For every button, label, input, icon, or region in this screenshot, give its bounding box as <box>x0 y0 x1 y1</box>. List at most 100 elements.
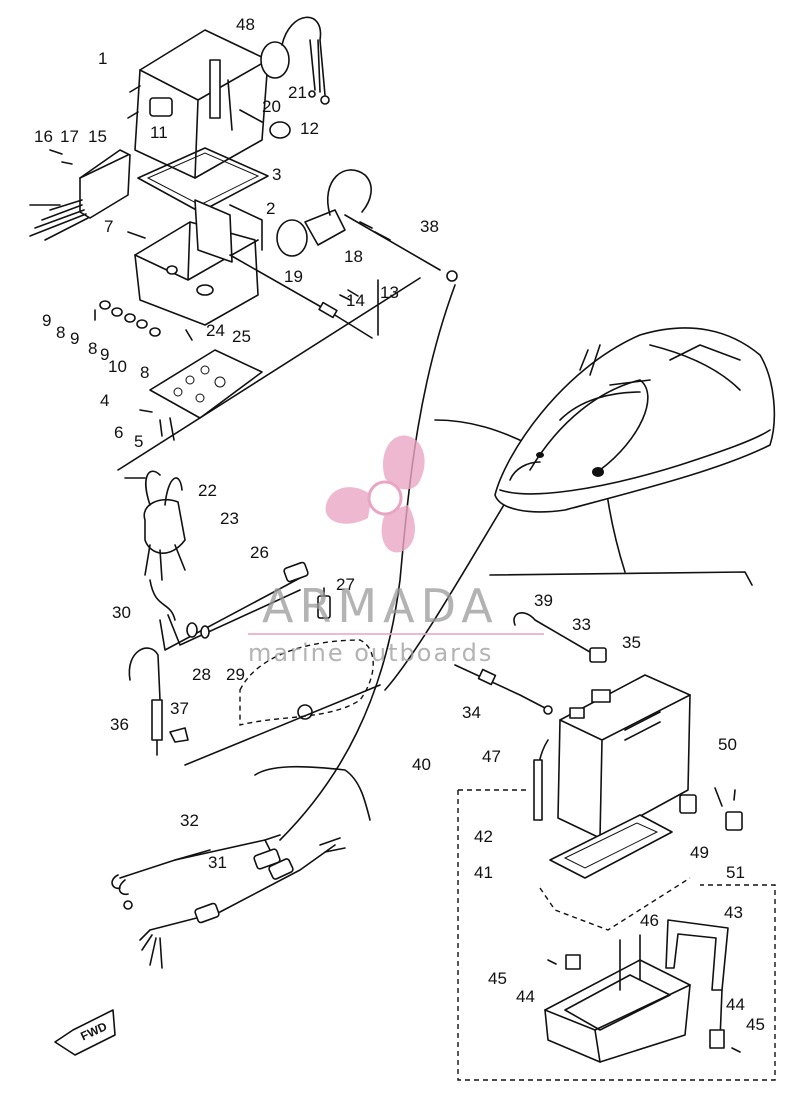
callout-20: 20 <box>262 97 281 116</box>
starter-cable <box>344 214 458 282</box>
battery-box-group <box>457 789 776 1081</box>
callout-31: 31 <box>208 853 227 872</box>
mounting-plate <box>149 349 263 419</box>
battery-band <box>665 919 729 1049</box>
battery-pads <box>549 814 673 879</box>
callout-45b: 45 <box>746 1015 765 1034</box>
callout-12: 12 <box>300 119 319 138</box>
callout-41: 41 <box>474 863 493 882</box>
callout-44b: 44 <box>726 995 745 1014</box>
coil-group-leader <box>124 477 381 766</box>
callout-26: 26 <box>250 543 269 562</box>
callout-43: 43 <box>724 903 743 922</box>
callout-25: 25 <box>232 327 251 346</box>
leader-to-hull-front <box>434 419 531 446</box>
callout-47: 47 <box>482 747 501 766</box>
callout-15: 15 <box>88 127 107 146</box>
callout-2: 2 <box>266 199 275 218</box>
callout-37: 37 <box>170 699 189 718</box>
callout-36: 36 <box>110 715 129 734</box>
engine-outline <box>239 639 374 726</box>
callout-6: 6 <box>114 423 123 442</box>
callout-19: 19 <box>284 267 303 286</box>
callout-5: 5 <box>134 432 143 451</box>
battery-lead-33 <box>513 612 607 663</box>
callout-34: 34 <box>462 703 481 722</box>
fwd-arrow: FWD <box>54 1009 116 1056</box>
callout-50: 50 <box>718 735 737 754</box>
callout-21: 21 <box>288 83 307 102</box>
callout-18: 18 <box>344 247 363 266</box>
battery <box>557 674 691 839</box>
callout-9a: 9 <box>42 311 51 330</box>
leader-bracket <box>94 277 421 471</box>
watermark-logo <box>325 435 425 553</box>
callout-51: 51 <box>726 863 745 882</box>
callout-30: 30 <box>112 603 131 622</box>
callout-23: 23 <box>220 509 239 528</box>
electrical-box-cover <box>127 29 269 179</box>
callout-9c: 9 <box>100 345 109 364</box>
watercraft-hull <box>494 327 776 513</box>
battery-lead-34 <box>454 664 553 715</box>
callout-27: 27 <box>336 575 355 594</box>
lead-wire-36 <box>128 647 163 756</box>
callout-7: 7 <box>104 217 113 236</box>
callout-32: 32 <box>180 811 199 830</box>
callout-49: 49 <box>690 843 709 862</box>
callout-42: 42 <box>474 827 493 846</box>
clips-44-45 <box>547 954 741 1053</box>
callout-16: 16 <box>34 127 53 146</box>
watermark-rule <box>248 633 544 635</box>
callout-8a: 8 <box>56 323 65 342</box>
spark-plug <box>317 587 331 619</box>
clamp-37 <box>169 727 189 743</box>
callout-40: 40 <box>412 755 431 774</box>
battery-group-bracket <box>489 571 753 586</box>
wire-harness-32 <box>111 834 281 910</box>
callout-14: 14 <box>346 291 365 310</box>
vent-tube <box>533 739 549 821</box>
callout-38: 38 <box>420 217 439 236</box>
callout-22: 22 <box>198 481 217 500</box>
watermark-brand: ARMADA <box>262 579 499 633</box>
ignition-coil <box>143 470 186 621</box>
cdi-unit <box>29 149 131 241</box>
callout-9b: 9 <box>70 329 79 348</box>
callout-45a: 45 <box>488 969 507 988</box>
callout-24: 24 <box>206 321 225 340</box>
callout-10: 10 <box>108 357 127 376</box>
callout-3: 3 <box>272 165 281 184</box>
callout-1: 1 <box>98 49 107 68</box>
gasket <box>137 147 269 213</box>
callout-44a: 44 <box>516 987 535 1006</box>
high-tension-cords <box>159 561 309 651</box>
callout-28: 28 <box>192 665 211 684</box>
callout-13: 13 <box>380 283 399 302</box>
washers <box>99 300 161 337</box>
callout-35: 35 <box>622 633 641 652</box>
callout-48: 48 <box>236 15 255 34</box>
callout-4: 4 <box>100 391 109 410</box>
callout-46: 46 <box>640 911 659 930</box>
callout-33: 33 <box>572 615 591 634</box>
wire-harness-31 <box>139 837 346 969</box>
brackets-49-50 <box>679 787 743 831</box>
callout-8c: 8 <box>140 363 149 382</box>
callout-29: 29 <box>226 665 245 684</box>
bolts-5-6-7 <box>49 149 193 441</box>
callout-39: 39 <box>534 591 553 610</box>
electrical-box-base <box>134 199 263 326</box>
leader-curve-main <box>279 284 456 841</box>
rectifier <box>260 16 330 105</box>
callout-11: 11 <box>150 123 168 142</box>
harness-group-leader <box>254 765 371 821</box>
starter-relay <box>276 169 372 257</box>
callout-17: 17 <box>60 127 79 146</box>
wire-harness-13 <box>229 254 373 339</box>
battery-box <box>544 934 691 1063</box>
watermark-tagline: marine outboards <box>248 639 493 667</box>
callout-8b: 8 <box>88 339 97 358</box>
fuse-cap <box>239 109 291 139</box>
